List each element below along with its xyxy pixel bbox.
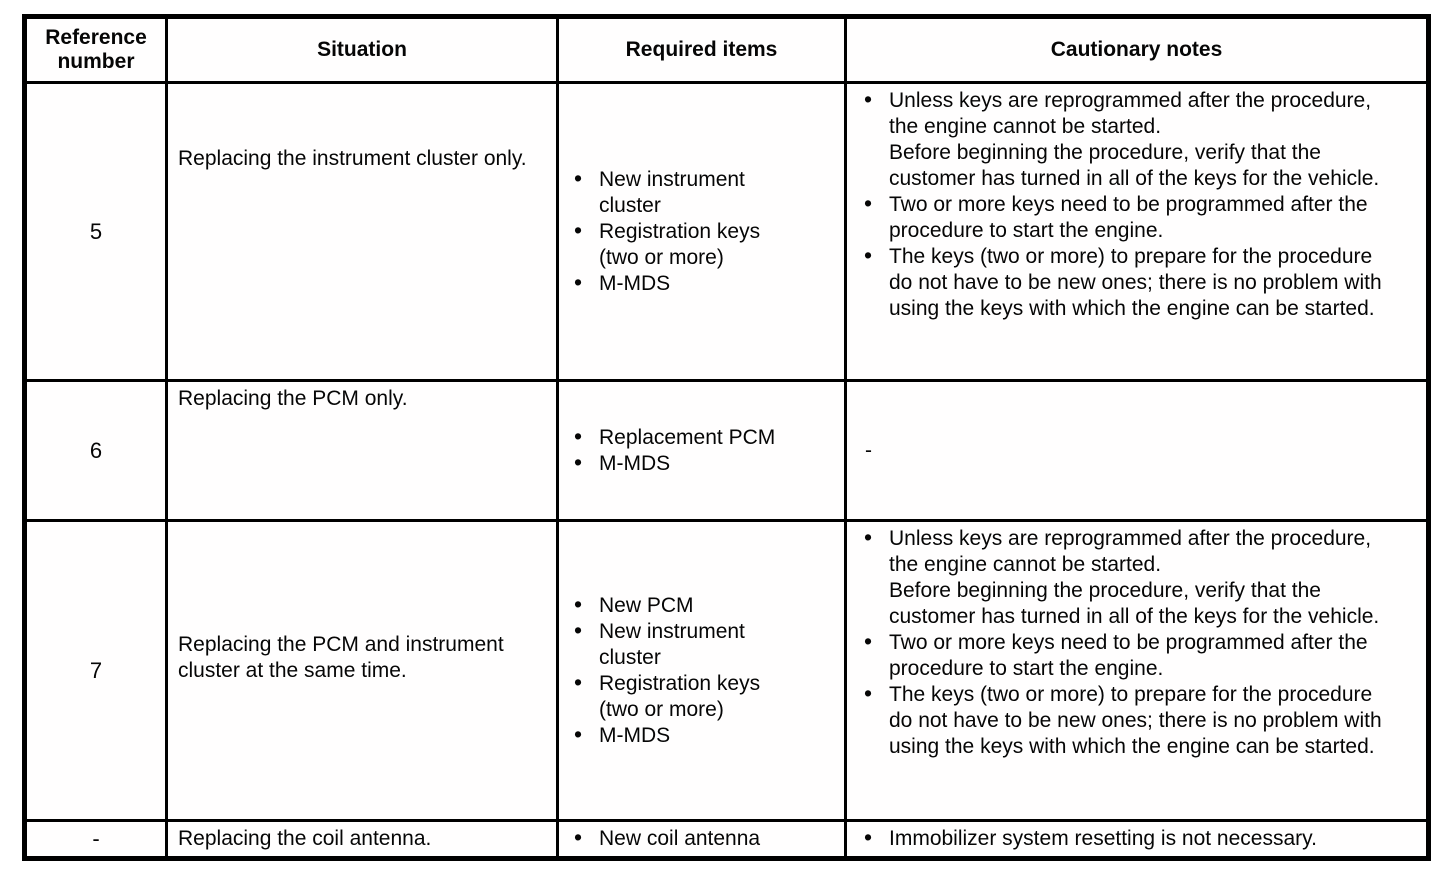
required-item: New PCM bbox=[569, 591, 804, 619]
cautionary-notes-cell: - bbox=[844, 379, 1430, 522]
cautionary-note-item: The keys (two or more) to prepare for th… bbox=[859, 242, 1387, 322]
notes-dash: - bbox=[865, 438, 872, 462]
note-paragraph: Before beginning the procedure, verify t… bbox=[889, 141, 1380, 190]
cautionary-note-item: Unless keys are reprogrammed after the p… bbox=[859, 86, 1387, 192]
required-items-cell: New coil antenna bbox=[556, 819, 847, 860]
reference-number-cell: 7 bbox=[23, 519, 168, 822]
required-item: New instrument cluster bbox=[569, 617, 804, 671]
header-required-items: Required items bbox=[556, 15, 847, 84]
required-items-cell: New PCM New instrument cluster Registrat… bbox=[556, 519, 847, 822]
cautionary-note-item: Two or more keys need to be programmed a… bbox=[859, 190, 1387, 244]
required-item: Registration keys (two or more) bbox=[569, 669, 804, 723]
cautionary-note-item: The keys (two or more) to prepare for th… bbox=[859, 680, 1387, 760]
required-item: M-MDS bbox=[569, 721, 804, 749]
situation-text: Replacing the coil antenna. bbox=[178, 827, 432, 850]
required-item: M-MDS bbox=[569, 269, 804, 297]
required-items-cell: Replacement PCM M-MDS bbox=[556, 379, 847, 522]
situation-cell: Replacing the instrument cluster only. bbox=[165, 81, 559, 382]
required-item: New instrument cluster bbox=[569, 165, 804, 219]
reference-number-cell: 5 bbox=[23, 81, 168, 382]
cautionary-note-item: Two or more keys need to be programmed a… bbox=[859, 628, 1387, 682]
required-item: New coil antenna bbox=[569, 824, 804, 852]
required-items-cell: New instrument cluster Registration keys… bbox=[556, 81, 847, 382]
header-row: Reference number Situation Required item… bbox=[23, 15, 1430, 84]
table-row: 6 Replacing the PCM only. Replacement PC… bbox=[23, 379, 1430, 522]
table-row: 5 Replacing the instrument cluster only.… bbox=[23, 81, 1430, 382]
note-paragraph: Before beginning the procedure, verify t… bbox=[889, 579, 1380, 628]
situation-text: Replacing the PCM and instrument cluster… bbox=[178, 632, 504, 682]
situation-cell: Replacing the PCM only. bbox=[165, 379, 559, 522]
situation-text: Replacing the instrument cluster only. bbox=[178, 147, 527, 170]
table-row: 7 Replacing the PCM and instrument clust… bbox=[23, 519, 1430, 822]
cautionary-note-item: Unless keys are reprogrammed after the p… bbox=[859, 524, 1387, 630]
cautionary-notes-cell: Unless keys are reprogrammed after the p… bbox=[844, 519, 1430, 822]
note-paragraph: Unless keys are reprogrammed after the p… bbox=[889, 527, 1372, 576]
reference-number-cell: - bbox=[23, 819, 168, 860]
immobilizer-reset-table: Reference number Situation Required item… bbox=[22, 14, 1431, 861]
required-item: Replacement PCM bbox=[569, 423, 804, 451]
required-item: M-MDS bbox=[569, 449, 804, 477]
table-row: - Replacing the coil antenna. New coil a… bbox=[23, 819, 1430, 860]
cautionary-notes-cell: Unless keys are reprogrammed after the p… bbox=[844, 81, 1430, 382]
reference-number-cell: 6 bbox=[23, 379, 168, 522]
header-reference-number: Reference number bbox=[23, 15, 168, 84]
situation-cell: Replacing the PCM and instrument cluster… bbox=[165, 519, 559, 822]
cautionary-notes-cell: Immobilizer system resetting is not nece… bbox=[844, 819, 1430, 860]
header-situation: Situation bbox=[165, 15, 559, 84]
situation-cell: Replacing the coil antenna. bbox=[165, 819, 559, 860]
required-item: Registration keys (two or more) bbox=[569, 217, 804, 271]
header-cautionary-notes: Cautionary notes bbox=[844, 15, 1430, 84]
cautionary-note-item: Immobilizer system resetting is not nece… bbox=[859, 824, 1387, 852]
situation-text: Replacing the PCM only. bbox=[178, 387, 408, 410]
note-paragraph: Unless keys are reprogrammed after the p… bbox=[889, 89, 1372, 138]
